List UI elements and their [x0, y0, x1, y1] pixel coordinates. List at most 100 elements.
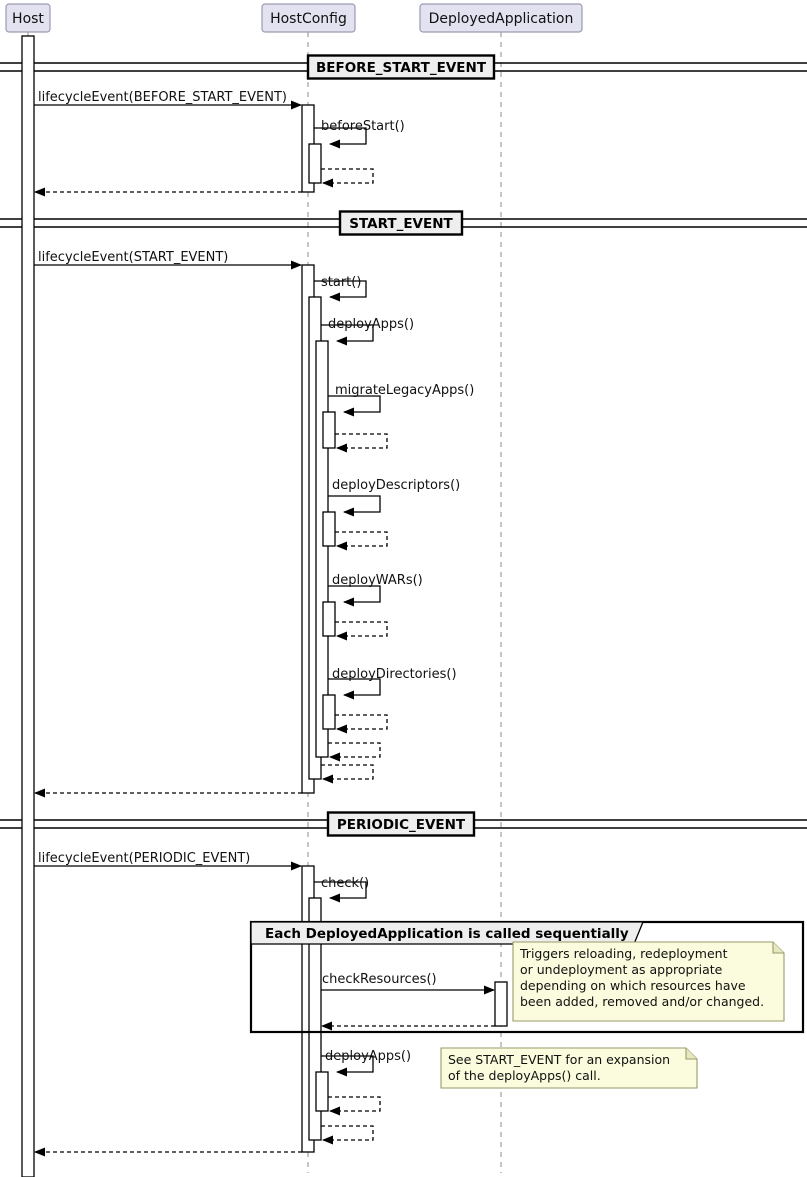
message-arrow — [328, 585, 381, 607]
message-label: checkResources() — [322, 972, 437, 987]
group-each-deployed-application: Each DeployedApplication is called seque… — [249, 920, 805, 1034]
participant-box[interactable] — [261, 3, 356, 33]
message-m3 — [321, 168, 374, 188]
messages-layer: lifecycleEvent(BEFORE_START_EVENT)before… — [34, 90, 495, 1157]
message-arrow — [335, 433, 388, 453]
note-body — [512, 941, 785, 1022]
activation-bar — [322, 511, 336, 547]
message-m19: lifecycleEvent(PERIODIC_EVENT) — [34, 851, 302, 871]
message-m20: check() — [314, 876, 369, 903]
message-m17 — [321, 764, 374, 784]
message-label: deployDirectories() — [332, 667, 457, 682]
message-arrow — [328, 395, 381, 417]
divider-before-start-event: BEFORE_START_EVENT — [0, 54, 807, 80]
lifelines-layer — [27, 32, 502, 1173]
participant-label: HostConfig — [270, 11, 347, 27]
message-label: deployApps() — [325, 1049, 411, 1064]
message-m8: migrateLegacyApps() — [328, 383, 474, 417]
note-line: been added, removed and/or changed. — [520, 994, 764, 1009]
message-label: lifecycleEvent(BEFORE_START_EVENT) — [38, 90, 287, 105]
message-m14: deployDirectories() — [328, 667, 457, 700]
divider-label: BEFORE_START_EVENT — [316, 60, 487, 76]
message-label: check() — [321, 876, 369, 891]
note-line: depending on which resources have — [520, 978, 746, 993]
message-label: deployWARs() — [332, 573, 423, 588]
message-m1: lifecycleEvent(BEFORE_START_EVENT) — [34, 90, 302, 110]
note-line: or undeployment as appropriate — [520, 962, 723, 977]
message-label: lifecycleEvent(START_EVENT) — [38, 250, 228, 265]
message-arrow — [335, 531, 388, 551]
message-label: start() — [321, 275, 361, 290]
activation-bar — [494, 981, 508, 1027]
message-m9 — [335, 433, 388, 453]
message-m21: checkResources() — [321, 972, 495, 995]
dividers-layer: BEFORE_START_EVENT START_EVENT PERIODIC_EV… — [0, 54, 807, 837]
activation-bar — [322, 601, 336, 637]
group-label: Each DeployedApplication is called seque… — [265, 926, 629, 942]
message-label: migrateLegacyApps() — [335, 383, 474, 398]
participant-deployedapplication[interactable]: DeployedApplication — [419, 3, 583, 33]
message-m12: deployWARs() — [328, 573, 423, 607]
message-arrow — [314, 881, 367, 903]
message-m10: deployDescriptors() — [328, 478, 460, 517]
participant-box[interactable] — [419, 3, 583, 33]
note-fold-corner — [685, 1048, 697, 1060]
message-arrow — [314, 280, 367, 302]
message-arrow — [321, 168, 374, 188]
message-m25 — [321, 1125, 374, 1145]
message-arrow — [321, 1125, 374, 1145]
divider-label: START_EVENT — [349, 216, 453, 232]
divider-box — [338, 210, 464, 236]
message-m24 — [328, 1096, 381, 1116]
message-m11 — [335, 531, 388, 551]
message-m16 — [328, 742, 381, 762]
note-line: See START_EVENT for an expansion — [448, 1052, 670, 1067]
message-label: beforeStart() — [321, 119, 405, 134]
participant-box[interactable] — [5, 3, 51, 33]
note-fold-corner — [772, 942, 784, 954]
note-line: Triggers reloading, redeployment — [519, 946, 728, 961]
message-label: lifecycleEvent(PERIODIC_EVENT) — [38, 851, 250, 866]
message-arrow — [321, 1055, 374, 1077]
message-arrow — [321, 324, 374, 346]
participants-layer: Host HostConfig DeployedApplication — [5, 3, 583, 33]
message-m13 — [335, 621, 388, 641]
divider-box — [326, 811, 476, 837]
participant-host[interactable]: Host — [5, 3, 51, 33]
participant-hostconfig[interactable]: HostConfig — [261, 3, 356, 33]
message-arrow — [328, 678, 381, 700]
activation-bar — [315, 1071, 329, 1112]
groups-layer: Each DeployedApplication is called seque… — [249, 920, 805, 1034]
message-label: deployApps() — [328, 317, 414, 332]
message-m6: start() — [314, 275, 367, 302]
activation-bar — [322, 694, 336, 730]
activation-bar — [322, 411, 336, 449]
note-body — [440, 1047, 698, 1089]
message-arrow — [314, 127, 367, 149]
message-arrow — [335, 621, 388, 641]
divider-start-event: START_EVENT — [0, 210, 807, 236]
message-arrow — [328, 495, 381, 517]
message-arrow — [328, 742, 381, 762]
activation-bar — [21, 35, 35, 1177]
message-m2: beforeStart() — [314, 119, 405, 149]
divider-box — [306, 54, 496, 80]
activations-layer — [21, 35, 508, 1177]
participant-label: DeployedApplication — [429, 11, 574, 27]
activation-bar — [308, 143, 322, 184]
message-arrow — [328, 1096, 381, 1116]
divider-periodic-event: PERIODIC_EVENT — [0, 811, 807, 837]
participant-label: Host — [12, 11, 44, 27]
message-m5: lifecycleEvent(START_EVENT) — [34, 250, 302, 270]
message-m15 — [335, 714, 388, 734]
divider-label: PERIODIC_EVENT — [337, 817, 466, 833]
message-m23: deployApps() — [321, 1049, 411, 1077]
message-m7: deployApps() — [321, 317, 414, 346]
